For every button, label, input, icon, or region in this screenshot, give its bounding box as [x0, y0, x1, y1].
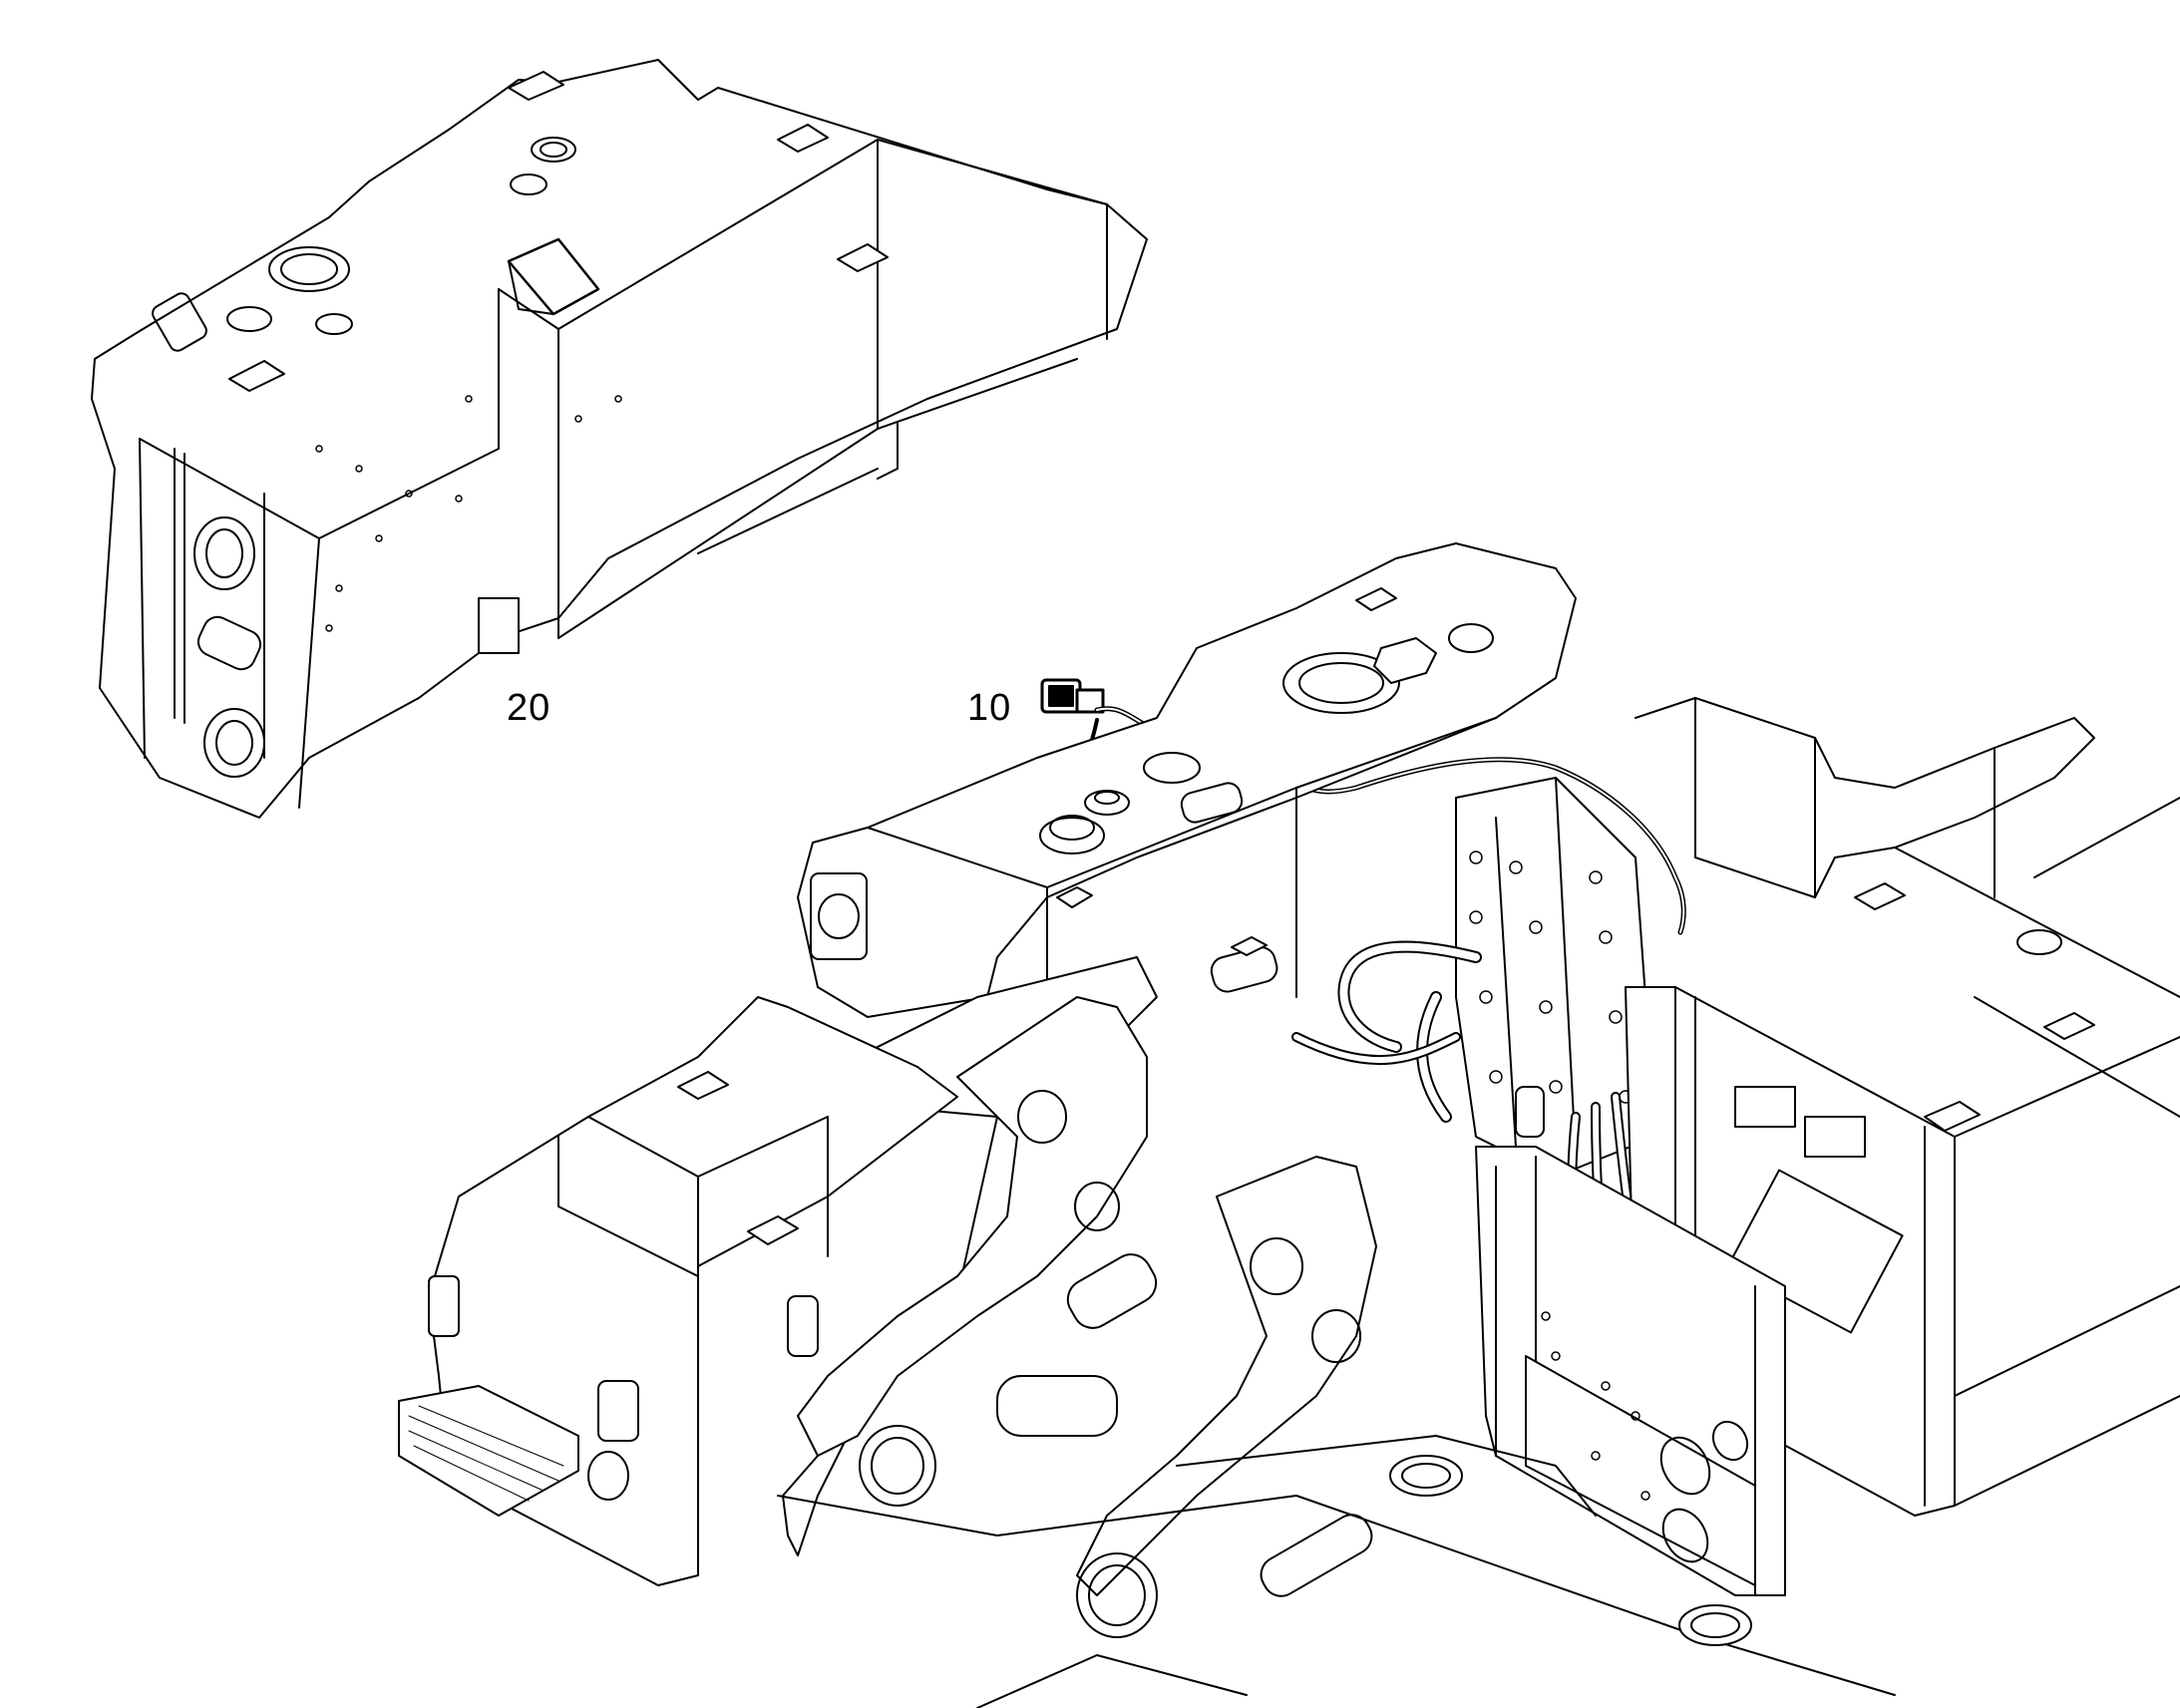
control-valve-stack	[1291, 777, 1660, 1381]
main-port-large	[1282, 652, 1400, 714]
left-counterweight	[398, 996, 958, 1586]
chassis-frame	[777, 956, 1896, 1708]
boom-tower-left	[797, 996, 1148, 1457]
right-frame-section	[1635, 697, 2180, 1507]
boom-tower-right	[1076, 1156, 1377, 1596]
upper-tank-front-face	[139, 288, 500, 539]
base-port-left	[1389, 1455, 1463, 1497]
filler-cap	[1039, 817, 1105, 854]
front-guard-frame	[1475, 1146, 1786, 1596]
upper-mount-bracket	[507, 237, 600, 316]
callout-10: 10	[967, 687, 1012, 729]
upper-port-small	[531, 137, 576, 163]
base-port-right	[1678, 1604, 1752, 1646]
upper-port-large	[268, 246, 350, 292]
upper-side-port	[193, 516, 255, 590]
callout-20: 20	[507, 687, 551, 729]
upper-tank-body	[498, 139, 1108, 330]
main-frame-assembly	[797, 542, 1577, 1018]
upper-tank-assembly	[91, 59, 1148, 819]
